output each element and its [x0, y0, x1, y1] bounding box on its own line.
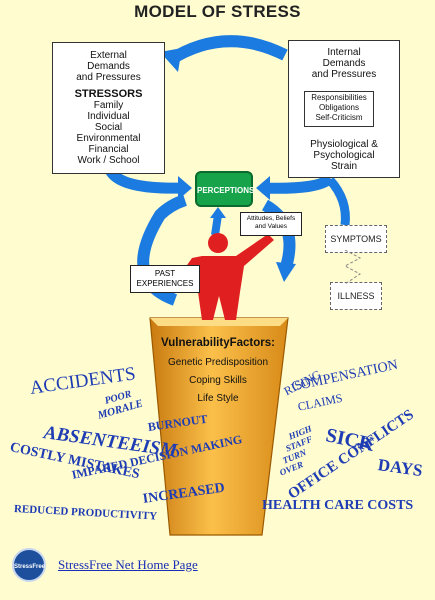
page-title: MODEL OF STRESS	[134, 2, 301, 21]
arrow-internal-to-external	[166, 35, 288, 66]
vulnerability-title: VulnerabilityFactors:	[161, 337, 275, 349]
internal-line-2: Demands	[322, 58, 366, 69]
arrowhead-center-up	[210, 207, 226, 218]
inner-self-criticism: Self-Criticism	[315, 113, 363, 122]
vuln-genetic: Genetic Predisposition	[167, 357, 269, 368]
internal-line-1: Internal	[327, 47, 361, 58]
external-demands-box: External Demands and Pressures STRESSORS…	[52, 42, 165, 174]
word-health-care-costs: HEALTH CARE COSTS	[262, 498, 414, 513]
stressor-work-school: Work / School	[77, 155, 140, 166]
inner-responsibilities: Responsibilities	[311, 93, 367, 102]
past-line-1: PAST	[154, 269, 176, 278]
arrowhead-right-perceptions	[256, 176, 270, 200]
attitudes-line-1: Attitudes, Beliefs	[246, 215, 296, 222]
red-figure	[178, 233, 274, 320]
attitudes-box: Attitudes, Beliefs and Values	[240, 212, 302, 236]
arrow-internal-to-perceptions	[261, 173, 335, 194]
external-line-3: and Pressures	[76, 72, 141, 83]
internal-demands-box: Internal Demands and Pressures Responsib…	[288, 40, 400, 178]
vuln-lifestyle: Life Style	[197, 393, 239, 404]
stressors-heading: STRESSORS	[74, 88, 143, 100]
past-experiences-box: PAST EXPERIENCES	[130, 265, 200, 293]
arrowhead-right-down	[276, 262, 296, 282]
past-line-2: EXPERIENCES	[136, 279, 194, 288]
attitudes-line-2: and Values	[254, 223, 288, 230]
stressfree-logo[interactable]: StressFree	[12, 548, 46, 582]
stressor-financial: Financial	[88, 144, 129, 155]
vuln-coping: Coping Skills	[189, 375, 247, 386]
home-page-link[interactable]: StressFree Net Home Page	[58, 557, 198, 572]
external-line-2: Demands	[87, 61, 130, 72]
symptoms-illness-zigzag	[343, 250, 362, 284]
pedestal-top	[150, 318, 288, 326]
illness-box: ILLNESS	[330, 282, 382, 310]
arrowhead-top	[160, 48, 182, 72]
arrow-internal-to-symptoms	[326, 176, 350, 226]
perceptions-node: PERCEPTIONS	[195, 171, 254, 207]
arrow-center-up	[211, 214, 222, 236]
stressor-social: Social	[94, 122, 123, 133]
strain-line-2: Psychological	[313, 150, 375, 161]
arrowhead-left-perceptions	[178, 176, 192, 200]
symptoms-box: SYMPTOMS	[325, 225, 387, 253]
responsibilities-box: Responsibilities Obligations Self-Critic…	[304, 91, 374, 127]
strain-line-1: Physiological &	[310, 139, 378, 150]
stressor-individual: Individual	[87, 111, 130, 122]
internal-line-3: and Pressures	[311, 69, 377, 80]
stressor-family: Family	[93, 100, 124, 111]
strain-line-3: Strain	[330, 161, 358, 172]
stressor-environmental: Environmental	[76, 133, 141, 144]
inner-obligations: Obligations	[318, 103, 360, 112]
external-line-1: External	[90, 50, 127, 61]
